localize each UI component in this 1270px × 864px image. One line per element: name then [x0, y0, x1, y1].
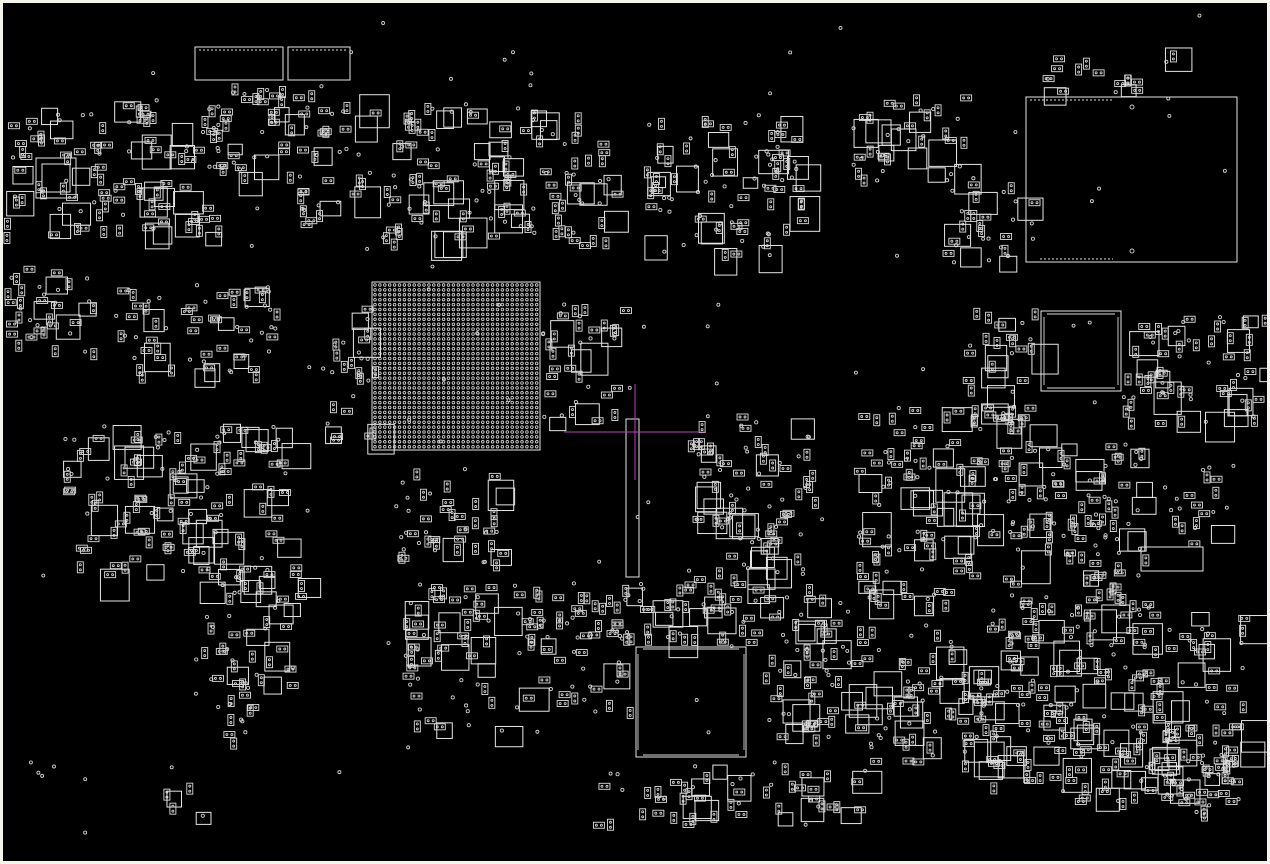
small-components	[3, 13, 1267, 835]
connector-strip-top[interactable]	[194, 46, 351, 81]
bga-ball-grid	[373, 283, 539, 449]
pcb-canvas[interactable]	[3, 3, 1267, 861]
board-viewer[interactable]	[3, 3, 1267, 861]
connector-strip-vertical[interactable]	[625, 418, 640, 578]
bga-chip-main[interactable]	[371, 281, 541, 451]
qfp-chip-right-middle[interactable]	[1040, 310, 1122, 392]
connector-right-bottom[interactable]	[1140, 546, 1204, 572]
bga-chip-right-top[interactable]	[1025, 96, 1238, 263]
qfn-chip-left-top[interactable]	[35, 157, 77, 199]
qfp-chip-bottom-center[interactable]	[635, 646, 747, 758]
crosshair-cursor	[564, 384, 705, 480]
